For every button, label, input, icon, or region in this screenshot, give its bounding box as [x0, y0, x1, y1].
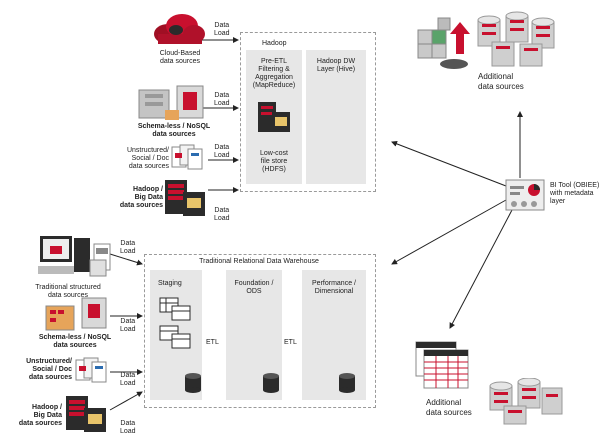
arrow-hadoop-bottom-load: [109, 391, 143, 411]
structured-label: Traditional structured data sources: [35, 284, 101, 299]
database-cluster-icon: [474, 10, 560, 75]
cube-upload-icon: [414, 14, 474, 79]
hadoop-bottom-label: Hadoop / Big Data data sources: [18, 404, 62, 427]
data-load-label-6: Data Load: [120, 318, 136, 333]
arrow-bi-to-warehouse: [391, 199, 507, 265]
document-stack-bottom-icon: [74, 356, 110, 391]
nosql-database-icon: [137, 84, 207, 127]
hive-column: [306, 50, 366, 184]
staging-label: Staging: [158, 280, 182, 287]
foundation-database-icon: [262, 372, 280, 399]
performance-column: [302, 270, 366, 400]
data-load-label-3: Data Load: [214, 144, 230, 159]
spreadsheet-stack-icon: [412, 338, 474, 399]
hadoop-server-bottom-icon: [64, 394, 108, 439]
traditional-dw-title: Traditional Relational Data Warehouse: [199, 258, 319, 265]
schema-top-label: Schema-less / NoSQL data sources: [137, 123, 211, 138]
performance-database-icon: [338, 372, 356, 399]
data-load-label-1: Data Load: [214, 22, 230, 37]
data-load-label-4: Data Load: [214, 207, 230, 222]
arrow-bi-to-hadoop: [391, 141, 507, 187]
data-load-label-5: Data Load: [120, 240, 136, 255]
arrow-bi-to-additional-bottom: [449, 209, 513, 329]
bi-tool-label: BI Tool (OBIEE) with metadata layer: [550, 182, 600, 205]
cloud-label: Cloud-Based data sources: [159, 50, 201, 65]
hadoop-title: Hadoop: [262, 40, 287, 47]
cloud-icon: [150, 12, 206, 51]
data-load-label-7: Data Load: [120, 372, 136, 387]
unstructured-bottom-label: Unstructured/ Social / Doc data sources: [26, 358, 72, 381]
arrow-structured-load: [109, 253, 143, 266]
mapreduce-server-icon: [256, 100, 292, 139]
staging-database-icon: [184, 372, 202, 399]
foundation-label: Foundation / ODS: [234, 280, 274, 295]
additional-bottom-label: Additional data sources: [426, 398, 472, 417]
hdfs-label: Low-cost file store (HDFS): [259, 150, 288, 173]
staging-tables-icon: [158, 296, 194, 371]
etl-label-2: ETL: [284, 339, 297, 346]
nosql-database-bottom-icon: [44, 296, 110, 337]
data-load-label-8: Data Load: [120, 420, 136, 435]
document-stack-icon: [170, 143, 206, 178]
additional-top-label: Additional data sources: [478, 72, 524, 91]
performance-label: Performance / Dimensional: [312, 280, 356, 295]
schema-bottom-label: Schema-less / NoSQL data sources: [38, 334, 112, 349]
data-load-label-2: Data Load: [214, 92, 230, 107]
unstructured-top-label: Unstructured/ Social / Doc data sources: [126, 147, 169, 170]
hadoop-server-icon: [163, 178, 207, 223]
pre-etl-label: Pre-ETL Filtering & Aggregation (MapRedu…: [252, 58, 296, 89]
database-cluster-bottom-icon: [486, 377, 566, 431]
hive-label: Hadoop DW Layer (Hive): [316, 58, 356, 73]
bi-tool-dashboard-icon: [504, 178, 548, 219]
structured-workstation-icon: [38, 234, 114, 289]
hadoop-top-label: Hadoop / Big Data data sources: [119, 186, 163, 209]
etl-label-1: ETL: [206, 339, 219, 346]
